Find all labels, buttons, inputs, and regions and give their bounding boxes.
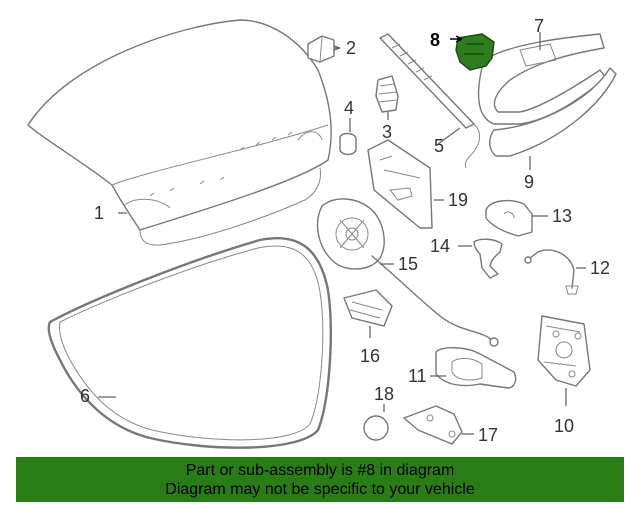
part-19-shield-panel	[367, 139, 444, 229]
callout-10: 10	[554, 416, 574, 436]
part-12-cable	[524, 249, 586, 295]
callout-7: 7	[534, 16, 544, 36]
callout-8: 8	[430, 30, 440, 50]
callout-2: 2	[346, 38, 356, 58]
part-13-cover	[485, 199, 548, 237]
part-14-switch	[458, 238, 503, 279]
part-2-cap	[307, 35, 341, 63]
callout-11: 11	[408, 366, 427, 386]
banner-line-disclaimer: Diagram may not be specific to your vehi…	[165, 481, 475, 498]
callout-6: 6	[80, 386, 90, 406]
part-18-plug	[363, 404, 389, 441]
part-15-actuator	[316, 198, 499, 347]
callout-12: 12	[590, 258, 610, 278]
part-10-latch	[537, 315, 591, 406]
part-6-weatherstrip	[47, 236, 332, 449]
callout-14: 14	[430, 236, 450, 256]
part-8-highlighted	[450, 33, 495, 71]
part-4-grommet	[339, 118, 357, 156]
info-banner: Part or sub-assembly is #8 in diagram Di…	[16, 457, 624, 502]
part-11-handle	[430, 347, 517, 389]
callout-5: 5	[434, 136, 444, 156]
part-7-hinge	[477, 32, 607, 125]
callout-13: 13	[552, 206, 572, 226]
part-3-bumper	[375, 75, 399, 120]
callout-4: 4	[344, 98, 354, 118]
part-17-bracket	[403, 405, 474, 445]
callout-9: 9	[524, 172, 534, 192]
callout-15: 15	[398, 254, 418, 274]
part-1-trunk-lid	[27, 19, 332, 246]
callout-19: 19	[448, 190, 468, 210]
callout-3: 3	[382, 122, 392, 142]
callout-18: 18	[374, 384, 394, 404]
part-9-arm	[489, 67, 617, 170]
callout-17: 17	[478, 425, 498, 445]
part-16-latch-cover	[343, 289, 393, 338]
part-5-lift-strut	[379, 33, 481, 169]
banner-line-part-number: Part or sub-assembly is #8 in diagram	[185, 462, 455, 479]
callout-1: 1	[94, 203, 104, 223]
callout-16: 16	[360, 346, 380, 366]
